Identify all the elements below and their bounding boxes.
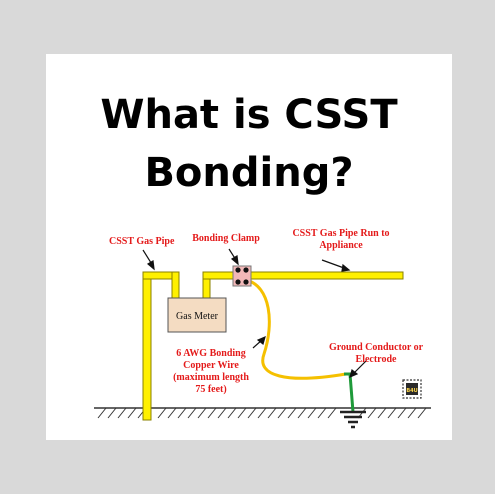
csst-gas-pipe	[142, 271, 404, 421]
page-title: What is CSST Bonding?	[46, 86, 452, 202]
label-wire-line-1: 6 AWG Bonding	[176, 348, 245, 359]
infographic-card: What is CSST Bonding?	[46, 54, 452, 440]
label-ground-line-2: Electrode	[356, 354, 397, 365]
label-wire-line-4: 75 feet)	[195, 384, 226, 395]
gas-meter: Gas Meter	[167, 297, 227, 333]
ground-electrode-icon	[340, 410, 366, 429]
bonding-clamp-arrow	[228, 248, 239, 266]
pipe-run-arrow	[321, 259, 351, 272]
title-line-1: What is CSST	[100, 92, 398, 138]
bonding-clamp-icon	[232, 265, 252, 287]
label-pipe-run-line-2: Appliance	[319, 240, 363, 251]
wire-arrow	[252, 335, 266, 349]
label-wire-line-2: Copper Wire	[183, 360, 239, 371]
logo-text: B4U	[406, 388, 417, 394]
label-csst-gas-pipe: CSST Gas Pipe	[109, 236, 175, 247]
label-bonding-clamp: Bonding Clamp	[192, 233, 260, 244]
label-wire-line-3: (maximum length	[173, 372, 249, 383]
title-line-2: Bonding?	[144, 150, 354, 196]
gas-pipe-arrow	[142, 249, 155, 271]
ground-arrow	[349, 360, 367, 379]
label-pipe-run-line-1: CSST Gas Pipe Run to	[292, 228, 389, 239]
label-ground-line-1: Ground Conductor or	[329, 342, 424, 353]
csst-bonding-diagram: Gas Meter	[94, 228, 431, 429]
gas-meter-label: Gas Meter	[176, 311, 219, 322]
brand-logo: B4U	[402, 379, 422, 399]
bonding-copper-wire	[245, 278, 347, 380]
ground-conductor	[344, 372, 355, 413]
